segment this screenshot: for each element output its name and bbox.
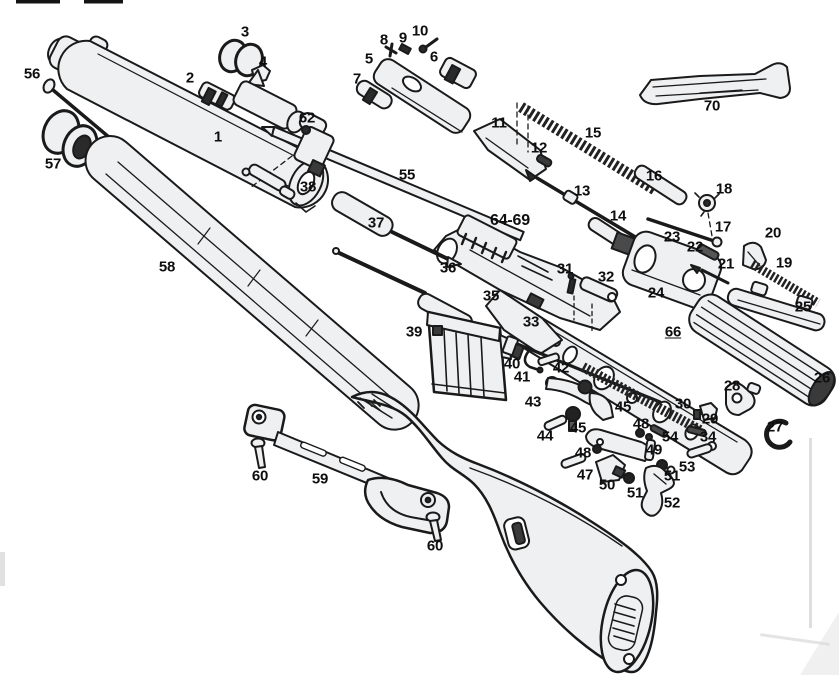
part-label-6: 6 — [429, 48, 439, 66]
part-label-45b: 45 — [569, 419, 587, 437]
stock-drawing — [350, 390, 659, 674]
bolt-drawing — [726, 280, 826, 332]
barrel-drawing — [47, 35, 329, 213]
part-label-40: 40 — [503, 355, 521, 373]
part-label-29: 29 — [701, 410, 719, 428]
part-label-66: 66 — [664, 323, 682, 341]
part-label-23: 23 — [663, 228, 681, 246]
part-label-47: 47 — [576, 466, 594, 484]
part-label-30: 30 — [674, 395, 692, 413]
trigger-group-drawing — [501, 335, 713, 517]
part-label-60a: 60 — [251, 467, 269, 485]
part-label-50: 50 — [598, 476, 616, 494]
part-label-51b: 51 — [626, 484, 644, 502]
part-label-10: 10 — [411, 22, 429, 40]
part-label-62: 62 — [298, 109, 316, 127]
part-label-19: 19 — [775, 254, 793, 272]
part-label-53: 53 — [678, 458, 696, 476]
bolt-housing-drawing — [610, 230, 821, 310]
part-label-18: 18 — [715, 180, 733, 198]
part-label-31: 31 — [556, 260, 574, 278]
part-label-20: 20 — [764, 224, 782, 242]
part-label-24: 24 — [647, 284, 665, 302]
part-label-41: 41 — [513, 368, 531, 386]
trigger-guard-drawing — [243, 403, 451, 542]
part-label-54: 54 — [661, 428, 679, 446]
part-label-32: 32 — [597, 268, 615, 286]
part-label-22: 22 — [686, 238, 704, 256]
part-label-56: 56 — [23, 65, 41, 83]
part-label-37: 37 — [367, 214, 385, 232]
part-label-60b: 60 — [426, 537, 444, 555]
part-label-59: 59 — [311, 470, 329, 488]
part-label-5: 5 — [364, 50, 374, 68]
front-sight-drawing — [198, 38, 328, 136]
part-label-12: 12 — [530, 139, 548, 157]
receiver-cover-drawing — [639, 62, 791, 106]
gas-system-drawing — [355, 37, 477, 134]
part-label-58: 58 — [158, 258, 176, 276]
magazine-drawing — [426, 310, 512, 402]
part-label-36: 36 — [439, 259, 457, 277]
hammer-pins-drawing — [566, 272, 619, 333]
part-label-42: 42 — [552, 359, 570, 377]
guide-rods-drawing — [525, 164, 723, 252]
part-label-15: 15 — [584, 124, 602, 142]
part-label-38: 38 — [299, 178, 317, 196]
part-label-52: 52 — [663, 494, 681, 512]
part-label-8: 8 — [379, 31, 389, 49]
part-label-70: 70 — [703, 97, 721, 115]
front-band-drawing — [41, 109, 99, 168]
rear-small-parts-drawing — [686, 382, 793, 450]
part-label-49: 49 — [645, 441, 663, 459]
part-label-27: 27 — [766, 418, 784, 436]
part-label-26: 26 — [813, 369, 831, 387]
op-rod-band-drawing — [241, 125, 525, 242]
part-label-44: 44 — [536, 427, 554, 445]
part-label-1: 1 — [213, 128, 223, 146]
part-label-48a: 48 — [632, 415, 650, 433]
handguard-drawing — [84, 135, 420, 431]
part-label-17: 17 — [714, 218, 732, 236]
part-label-13: 13 — [573, 182, 591, 200]
part-label-14: 14 — [609, 207, 627, 225]
part-label-7: 7 — [352, 70, 362, 88]
recoil-spring-drawing — [516, 102, 658, 195]
part-label-9: 9 — [398, 29, 408, 47]
part-label-34: 34 — [699, 428, 717, 446]
part-label-16: 16 — [645, 167, 663, 185]
part-label-35: 35 — [482, 287, 500, 305]
part-label-33: 33 — [522, 313, 540, 331]
part-label-11: 11 — [491, 114, 507, 132]
part-label-45a: 45 — [614, 398, 632, 416]
part-label-25: 25 — [794, 298, 812, 316]
part-label-4: 4 — [258, 53, 268, 71]
part-label-39: 39 — [405, 323, 423, 341]
carrier-tube-drawing — [688, 293, 836, 407]
part-label-55: 55 — [398, 166, 416, 184]
part-label-21: 21 — [717, 255, 735, 273]
part-label-3: 3 — [240, 23, 250, 41]
part-label-28: 28 — [723, 377, 741, 395]
part-label-43: 43 — [524, 393, 542, 411]
part-label-64-69: 64-69 — [490, 212, 530, 229]
bolt-carrier-drawing — [473, 105, 553, 181]
part-label-48b: 48 — [574, 444, 592, 462]
part-label-51a: 51 — [663, 467, 681, 485]
part-label-57: 57 — [44, 155, 62, 173]
part-label-2: 2 — [185, 69, 195, 87]
